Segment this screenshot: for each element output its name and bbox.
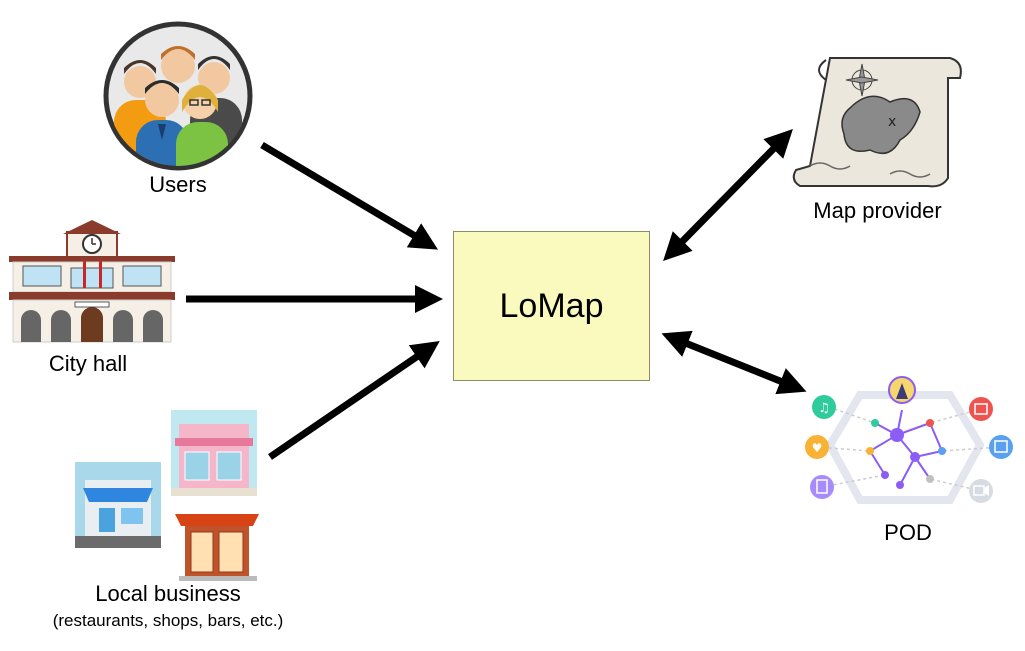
users-group-icon <box>103 21 253 171</box>
city-hall-building-icon <box>9 220 175 343</box>
svg-text:x: x <box>888 114 896 130</box>
arrow-business-to-lomap <box>268 341 440 460</box>
arrow-lomap-mapprovider <box>663 129 793 261</box>
arrow-users-to-lomap <box>260 141 439 250</box>
users-label: Users <box>149 172 207 197</box>
city-hall-label: City hall <box>48 351 128 376</box>
lomap-box: LoMap <box>453 231 650 381</box>
pod-network-icon: ♫ ♥ <box>805 376 1013 504</box>
treasure-map-scroll-icon: x <box>792 57 962 188</box>
local-business-label: Local business <box>95 581 241 606</box>
lomap-label: LoMap <box>499 286 604 325</box>
shops-icon <box>75 410 259 581</box>
svg-text:♫: ♫ <box>818 401 830 416</box>
local-business-sublabel: (restaurants, shops, bars, etc.) <box>52 611 284 630</box>
pod-label: POD <box>884 520 932 545</box>
arrow-lomap-pod <box>661 330 807 395</box>
map-provider-label: Map provider <box>813 198 942 223</box>
svg-text:♥: ♥ <box>812 441 823 455</box>
